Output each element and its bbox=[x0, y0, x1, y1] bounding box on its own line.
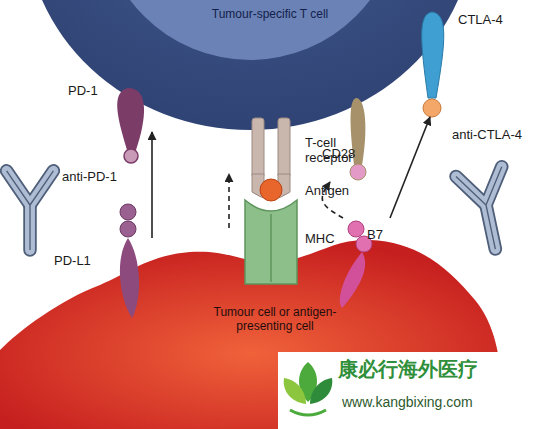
molecule-label-box: anti-CTLA-4 bbox=[440, 125, 538, 255]
tcr-chain bbox=[278, 118, 290, 178]
ctla4-receptor bbox=[422, 12, 444, 98]
anti-ctla4-antibody bbox=[456, 167, 518, 254]
node-label: Antigen bbox=[305, 184, 373, 199]
logo-leaf bbox=[310, 378, 332, 404]
t-cell-body bbox=[25, 0, 475, 130]
b7-head bbox=[348, 221, 364, 237]
pdl1-ligand bbox=[120, 238, 139, 318]
logo-leaf bbox=[284, 378, 306, 404]
signal-arrow bbox=[228, 174, 230, 228]
molecule-label-box: B7 bbox=[335, 220, 398, 310]
tcr-chain bbox=[252, 118, 264, 178]
signal-arrow bbox=[151, 132, 153, 238]
pd1-head bbox=[124, 149, 138, 163]
molecule-label-box: Antigen bbox=[296, 182, 373, 204]
signal-arrow bbox=[390, 117, 430, 218]
mhc-groove bbox=[270, 214, 272, 282]
watermark-panel bbox=[278, 352, 540, 429]
cd28-head bbox=[350, 164, 366, 180]
t-cell-nucleus bbox=[100, 0, 400, 60]
molecule-label-box: Tumour-specific T cell bbox=[170, 4, 370, 46]
mhc-molecule bbox=[245, 200, 297, 284]
watermark-text: 康必行海外医疗 bbox=[338, 356, 478, 383]
molecule-label-box: Tumour cell or antigen-presenting cell bbox=[180, 302, 370, 346]
ctla4-head bbox=[423, 99, 441, 117]
node-label: B7 bbox=[367, 228, 398, 243]
node-label: CTLA-4 bbox=[458, 13, 513, 28]
node-label: MHC bbox=[305, 232, 348, 247]
pd1-receptor bbox=[117, 88, 144, 150]
pdl1-head bbox=[120, 204, 136, 220]
node-label: PD-L1 bbox=[54, 254, 163, 269]
pdl1-head bbox=[120, 221, 136, 237]
molecule-label-box: PD-L1 bbox=[50, 240, 163, 318]
node-label: Tumour-specific T cell bbox=[210, 8, 330, 22]
molecule-label-box: anti-PD-1 bbox=[5, 140, 130, 235]
b7-ligand bbox=[340, 252, 365, 308]
anti-pd1-antibody bbox=[7, 171, 54, 250]
molecule-label-box: MHC bbox=[222, 230, 348, 285]
node-label: Tumour cell or antigen-presenting cell bbox=[200, 306, 350, 334]
node-label: PD-1 bbox=[68, 84, 163, 99]
antigen-peptide bbox=[260, 179, 282, 201]
molecule-label-box: CTLA-4 bbox=[395, 5, 513, 115]
node-label: anti-PD-1 bbox=[62, 170, 130, 185]
molecule-label-box: T-cell receptor bbox=[222, 118, 370, 172]
molecule-label-box: PD-1 bbox=[60, 80, 163, 130]
watermark-text: www.kangbixing.com bbox=[342, 394, 473, 410]
node-label: anti-CTLA-4 bbox=[452, 128, 538, 143]
node-label: CD28 bbox=[322, 147, 378, 162]
logo-base bbox=[290, 410, 326, 415]
